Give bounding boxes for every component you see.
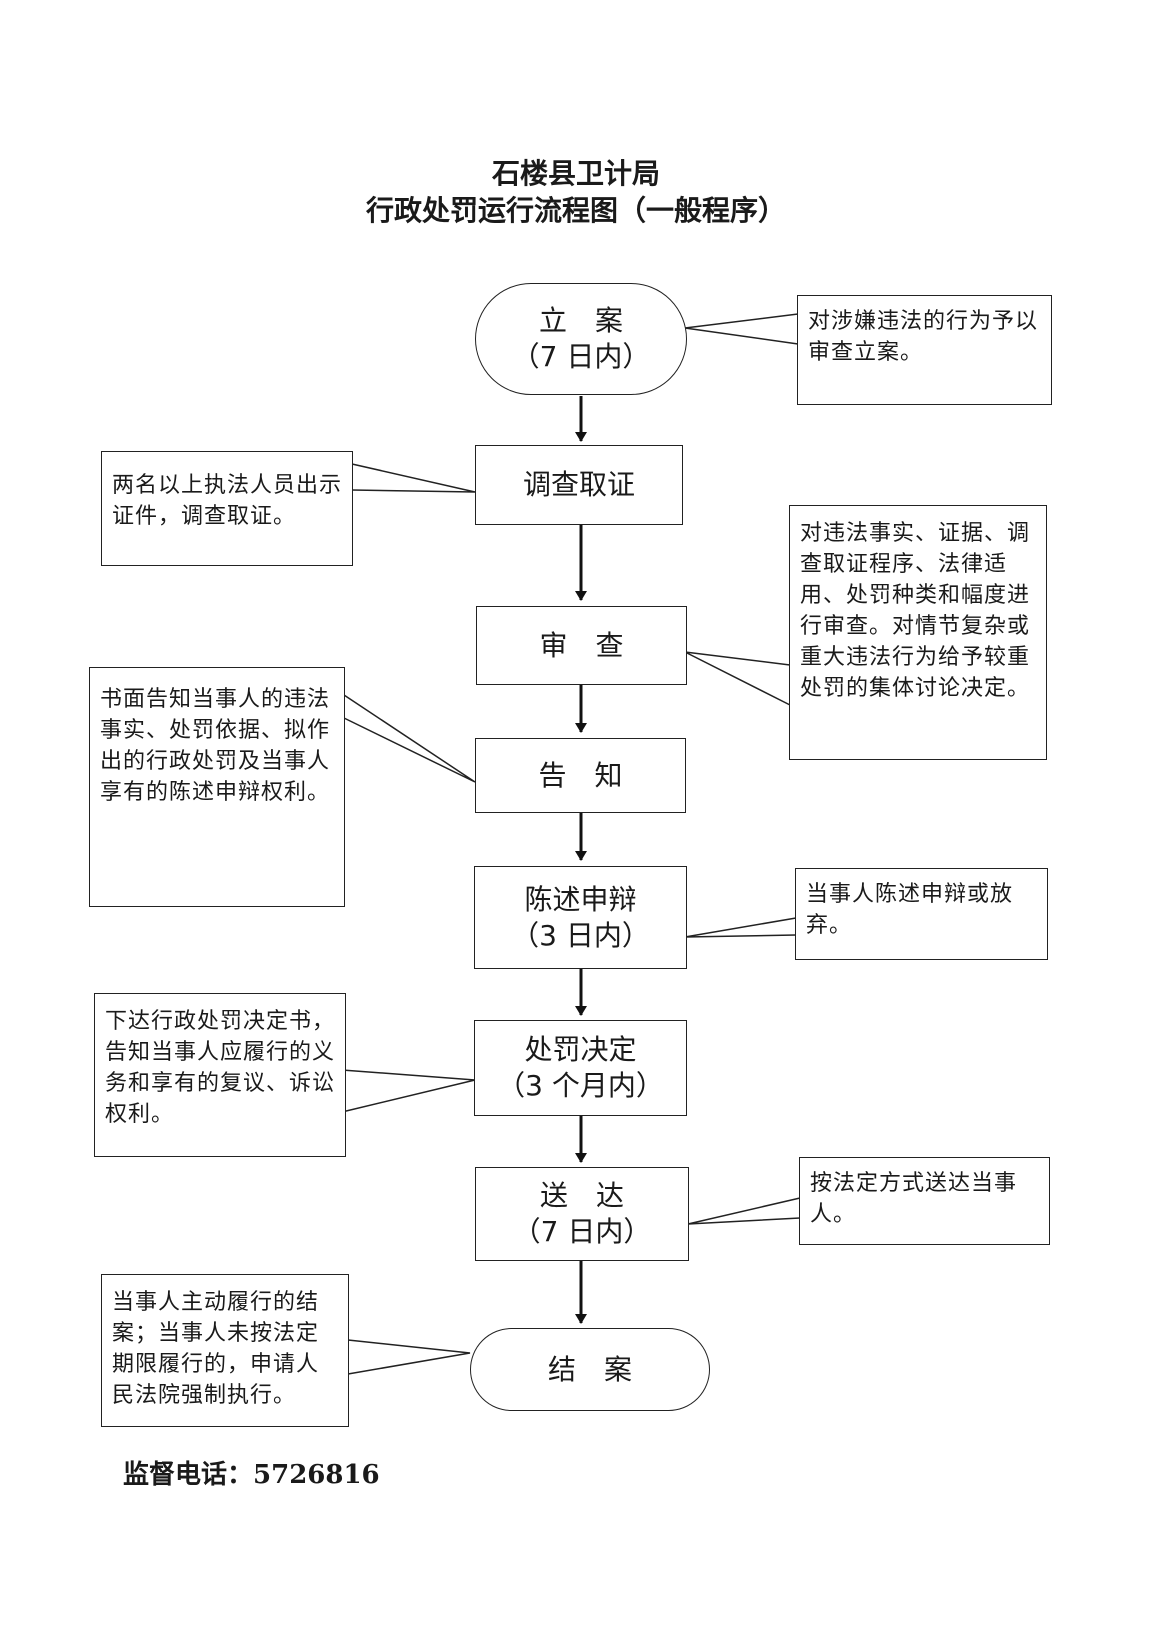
pointer-6 <box>341 1069 476 1113</box>
step-statement-defense: 陈述申辩 （3 日内） <box>474 866 687 969</box>
note-review: 对违法事实、证据、调查取证程序、法律适用、处罚种类和幅度进行审查。对情节复杂或重… <box>789 505 1047 760</box>
note-delivery: 按法定方式送达当事人。 <box>799 1157 1050 1245</box>
step-name: 处罚决定 <box>524 1033 637 1066</box>
note-text: 对违法事实、证据、调查取证程序、法律适用、处罚种类和幅度进行审查。对情节复杂或重… <box>800 521 1031 701</box>
step-name: 立 案 <box>538 304 623 337</box>
step-investigation: 调查取证 <box>475 445 683 525</box>
supervision-phone-label: 监督电话： <box>123 1460 254 1490</box>
step-name: 送 达 <box>539 1179 624 1212</box>
step-name: 调查取证 <box>522 468 635 501</box>
step-lian: 立 案 （7 日内） <box>475 283 687 395</box>
step-time: （3 个月内） <box>497 1069 664 1102</box>
note-notify: 书面告知当事人的违法事实、处罚依据、拟作出的行政处罚及当事人享有的陈述申辩权利。 <box>89 667 345 907</box>
pointer-5 <box>684 917 797 938</box>
step-review: 审 查 <box>476 606 687 685</box>
chart-title-line-1: 石楼县卫计局 <box>491 157 660 190</box>
note-text: 书面告知当事人的违法事实、处罚依据、拟作出的行政处罚及当事人享有的陈述申辩权利。 <box>100 687 331 805</box>
step-penalty-decision: 处罚决定 （3 个月内） <box>474 1020 687 1116</box>
supervision-phone: 监督电话：5726816 <box>123 1454 380 1491</box>
step-time: （7 日内） <box>511 340 651 373</box>
step-name: 审 查 <box>539 628 624 662</box>
step-name: 告 知 <box>538 758 623 792</box>
step-time: （7 日内） <box>512 1215 652 1248</box>
step-case-closed: 结 案 <box>470 1328 710 1411</box>
chart-title-line-2: 行政处罚运行流程图（一般程序） <box>365 194 786 227</box>
pointer-2 <box>351 463 476 493</box>
step-name: 陈述申辩 <box>524 882 637 916</box>
note-text: 当事人陈述申辩或放弃。 <box>806 882 1014 938</box>
supervision-phone-number: 5726816 <box>253 1460 380 1490</box>
step-notify: 告 知 <box>475 738 686 813</box>
note-text: 对涉嫌违法的行为予以审查立案。 <box>808 309 1039 365</box>
step-name: 结 案 <box>547 1352 632 1386</box>
step-time: （3 日内） <box>511 918 650 952</box>
note-statement-defense: 当事人陈述申辩或放弃。 <box>795 868 1048 960</box>
pointer-3 <box>684 651 791 706</box>
note-text: 当事人主动履行的结案；当事人未按法定期限履行的，申请人民法院强制执行。 <box>112 1290 320 1408</box>
step-delivery: 送 达 （7 日内） <box>475 1167 689 1261</box>
note-text: 下达行政处罚决定书，告知当事人应履行的义务和享有的复议、诉讼权利。 <box>105 1009 336 1127</box>
note-investigation: 两名以上执法人员出示证件，调查取证。 <box>101 451 353 566</box>
pointer-7 <box>687 1197 801 1225</box>
note-case-closed: 当事人主动履行的结案；当事人未按法定期限履行的，申请人民法院强制执行。 <box>101 1274 349 1427</box>
note-lian: 对涉嫌违法的行为予以审查立案。 <box>797 295 1052 405</box>
pointer-1 <box>684 313 799 345</box>
pointer-8 <box>347 1339 471 1375</box>
note-text: 两名以上执法人员出示证件，调查取证。 <box>112 473 343 529</box>
pointer-4 <box>343 694 476 783</box>
note-penalty-decision: 下达行政处罚决定书，告知当事人应履行的义务和享有的复议、诉讼权利。 <box>94 993 346 1157</box>
note-text: 按法定方式送达当事人。 <box>810 1171 1018 1227</box>
